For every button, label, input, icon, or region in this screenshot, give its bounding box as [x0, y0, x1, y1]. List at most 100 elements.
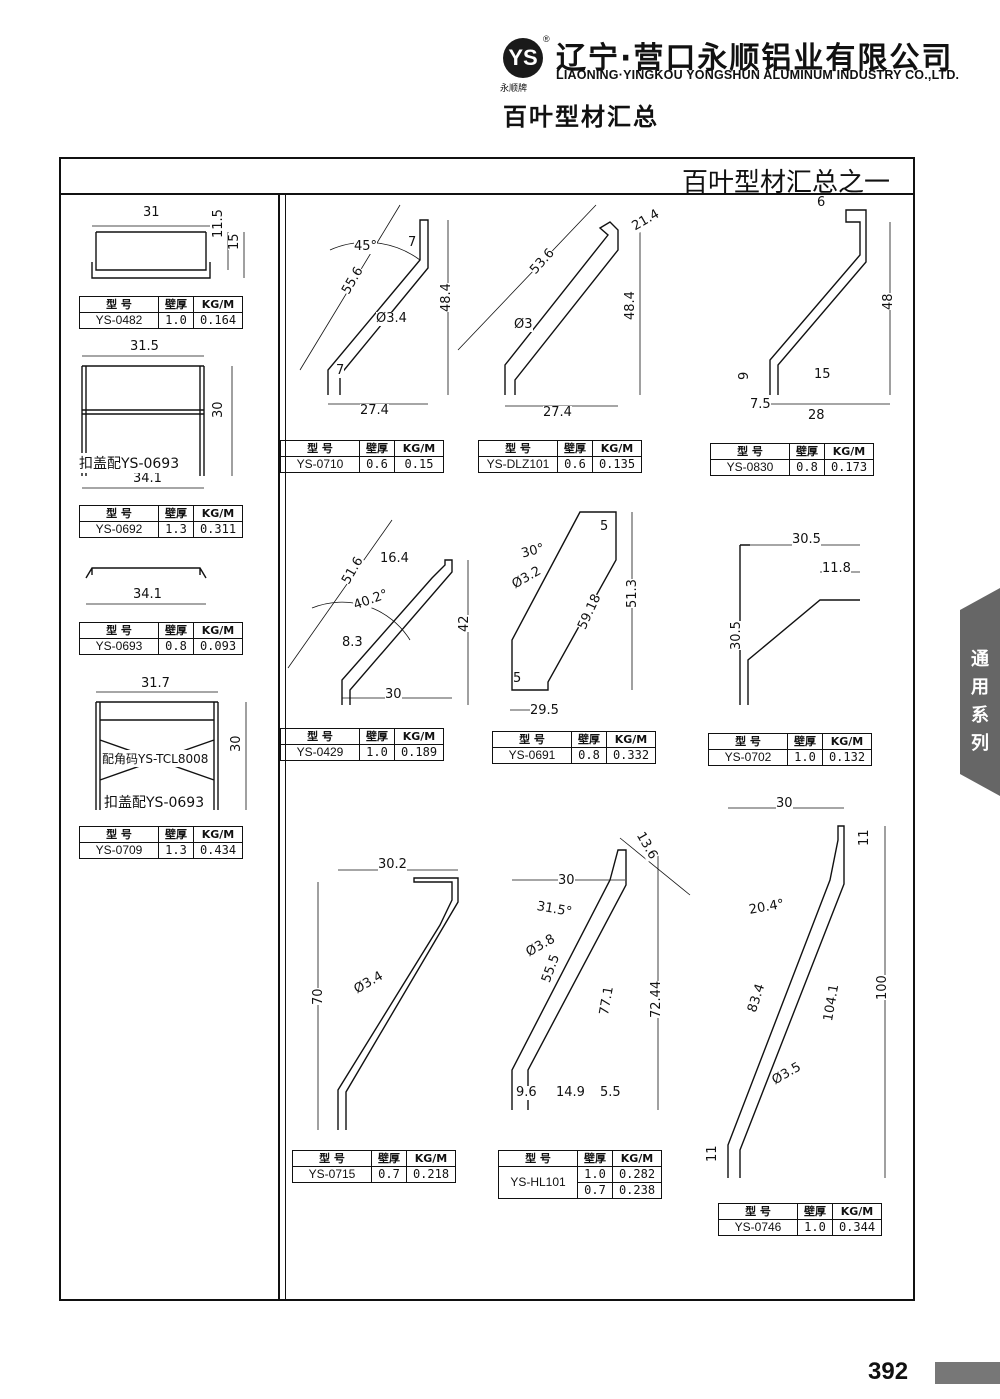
dimension-label: 16.4 [380, 551, 409, 566]
dimension-label: 8.3 [342, 635, 363, 650]
dimension-label: 30.5 [729, 621, 744, 650]
header-model: 型 号 [280, 728, 360, 745]
header-model: 型 号 [478, 440, 558, 457]
dimension-label: 9 [737, 371, 752, 380]
weight-cell: 0.189 [394, 744, 444, 761]
dimension-label: 45° [354, 239, 378, 254]
model-cell: YS-0830 [710, 459, 790, 476]
model-cell: YS-0429 [280, 744, 360, 761]
header-thickness: 壁厚 [158, 505, 194, 522]
header-weight: KG/M [406, 1150, 456, 1167]
header-weight: KG/M [592, 440, 642, 457]
dimension-label: 14.9 [556, 1085, 585, 1100]
weight-cell: 0.434 [193, 842, 243, 859]
series-tab[interactable]: 通用系列 [960, 588, 1000, 796]
thickness-cell: 0.6 [557, 456, 593, 473]
dimension-label: 27.4 [543, 405, 572, 420]
dimension-label: 30 [558, 873, 575, 888]
model-cell: YS-0691 [492, 747, 572, 764]
profile-drawing-ys-hl101 [511, 837, 691, 1110]
header-model: 型 号 [492, 731, 572, 748]
profile-drawing-ys-0693 [85, 567, 207, 605]
weight-cell: 0.173 [824, 459, 874, 476]
model-cell: YS-0702 [708, 749, 788, 766]
thickness-cell: 0.7 [371, 1166, 407, 1183]
header-weight: KG/M [822, 733, 872, 750]
dimension-label: Ø3 [514, 317, 533, 332]
header-weight: KG/M [612, 1150, 662, 1167]
series-tab-label: 通用系列 [971, 649, 989, 754]
weight-cell: 0.093 [193, 638, 243, 655]
dimension-label: 30.2 [378, 857, 407, 872]
dimension-label: 34.1 [133, 587, 162, 602]
thickness-cell: 1.0 [787, 749, 823, 766]
dimension-label: 6 [817, 195, 826, 210]
header-thickness: 壁厚 [359, 440, 395, 457]
dimension-label: 11.5 [211, 209, 226, 238]
header-weight: KG/M [193, 296, 243, 313]
weight-cell: 0.15 [394, 456, 444, 473]
dimension-label: 30.5 [792, 532, 821, 547]
logo-mark: YS [508, 45, 538, 70]
thickness-cell: 0.8 [789, 459, 825, 476]
dimension-label: 11 [705, 1145, 720, 1162]
header-weight: KG/M [394, 440, 444, 457]
dimension-label: 11 [857, 829, 872, 846]
header-thickness: 壁厚 [787, 733, 823, 750]
header-divider [59, 193, 915, 195]
header-weight: KG/M [394, 728, 444, 745]
brand-name: 永顺牌 [500, 84, 528, 94]
dimension-label: 51.3 [625, 579, 640, 608]
content-frame [59, 157, 915, 1301]
dimension-label: 27.4 [360, 403, 389, 418]
page-number-bar [935, 1362, 1000, 1384]
model-cell: YS-0710 [280, 456, 360, 473]
dimension-label: 48 [881, 293, 896, 310]
dimension-label: 70 [311, 988, 326, 1005]
header-weight: KG/M [824, 443, 874, 460]
dimension-label: 100 [875, 975, 890, 1000]
dimension-label: 28 [808, 408, 825, 423]
registered-mark: ® [543, 34, 550, 44]
model-cell: YS-0709 [79, 842, 159, 859]
model-cell: YS-DLZ101 [478, 456, 558, 473]
header-thickness: 壁厚 [571, 731, 607, 748]
dimension-label: 5 [513, 671, 522, 686]
thickness-cell: 0.8 [158, 638, 194, 655]
model-cell: YS-0746 [718, 1219, 798, 1236]
company-name-en: LIAONING·YINGKOU YONGSHUN ALUMINUM INDUS… [556, 68, 960, 82]
section-title: 百叶型材汇总之一 [681, 168, 890, 198]
thickness-cell: 0.8 [571, 747, 607, 764]
dimension-label: 48.4 [439, 283, 454, 312]
header-thickness: 壁厚 [158, 826, 194, 843]
dimension-label: 31.7 [141, 676, 170, 691]
header-thickness: 壁厚 [789, 443, 825, 460]
profile-drawing-ys-0429 [287, 519, 469, 705]
weight-cell: 0.344 [832, 1219, 882, 1236]
header-thickness: 壁厚 [557, 440, 593, 457]
header-thickness: 壁厚 [577, 1150, 613, 1167]
dimension-label: 30 [229, 735, 244, 752]
header-thickness: 壁厚 [371, 1150, 407, 1167]
model-cell: YS-0482 [79, 312, 159, 329]
dimension-label: 15 [814, 367, 831, 382]
dimension-label: 15 [227, 233, 242, 250]
dimension-label: 7 [336, 363, 345, 378]
header-thickness: 壁厚 [158, 296, 194, 313]
header-thickness: 壁厚 [158, 622, 194, 639]
profile-note: 扣盖配YS-0693 [79, 453, 180, 473]
header-model: 型 号 [708, 733, 788, 750]
page-number: 392 [868, 1358, 909, 1385]
page-title: 百叶型材汇总 [503, 103, 659, 131]
thickness-cell: 0.7 [577, 1182, 613, 1199]
header-model: 型 号 [79, 505, 159, 522]
weight-cell: 0.164 [193, 312, 243, 329]
company-name-cn: 辽宁·营口永顺铝业有限公司 [556, 41, 954, 76]
model-cell: YS-HL101 [498, 1166, 578, 1199]
dimension-label: 30 [211, 401, 226, 418]
